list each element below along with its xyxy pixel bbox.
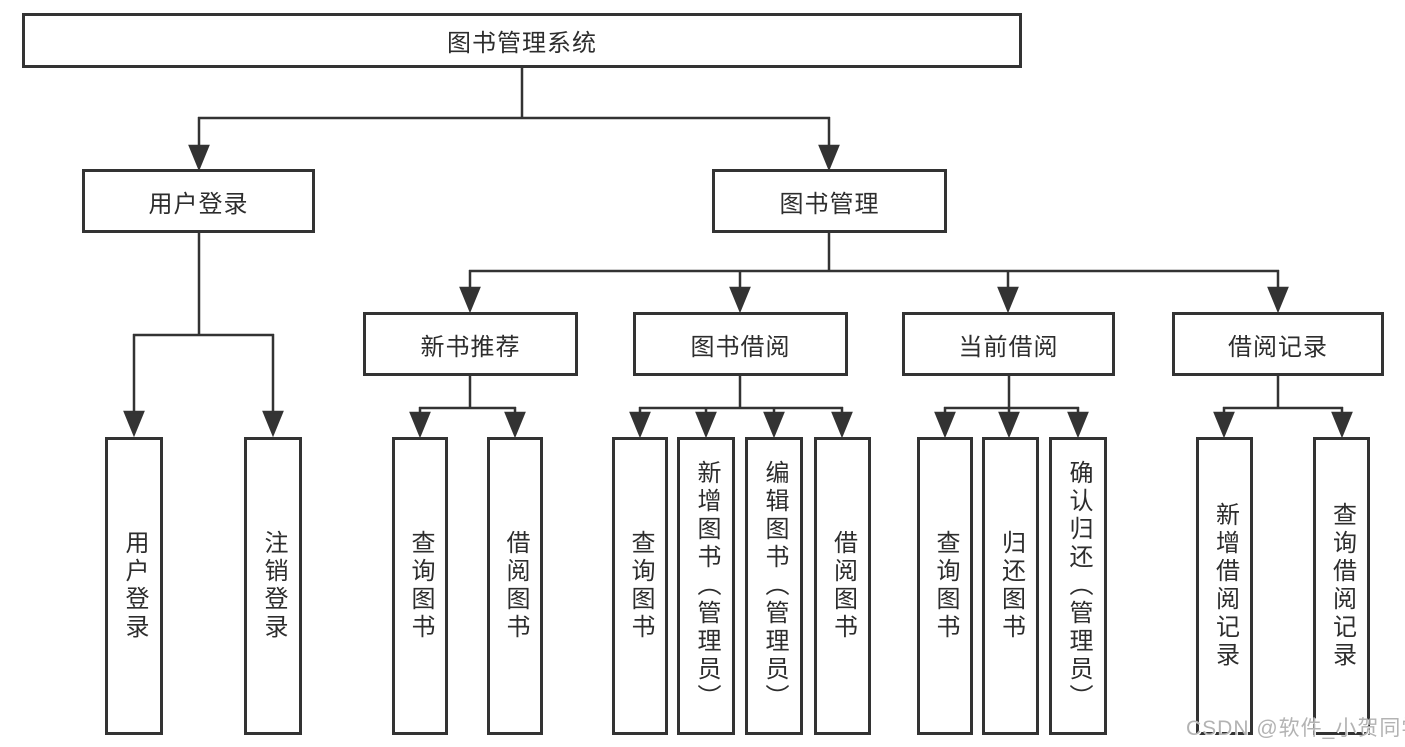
node-current-borrow-label: 当前借阅	[958, 333, 1059, 361]
leaf-bb-borrow-book-label: 借阅图书	[829, 530, 857, 642]
node-root: 图书管理系统	[22, 13, 1022, 68]
leaf-cb-confirm-return: 确认归还（管理员）	[1049, 437, 1107, 735]
leaf-cb-query-book-label: 查询图书	[932, 530, 959, 642]
leaf-nbr-borrow-book: 借阅图书	[487, 437, 543, 735]
node-book-management: 图书管理	[712, 169, 947, 233]
leaf-bb-add-book-label: 新增图书（管理员）	[693, 460, 720, 712]
csdn-watermark: CSDN @软件_小贺同学	[1186, 717, 1405, 740]
leaf-bb-query-book-label: 查询图书	[627, 530, 654, 642]
leaf-logout: 注销登录	[244, 437, 302, 735]
leaf-logout-label: 注销登录	[260, 530, 287, 642]
leaf-bb-add-book: 新增图书（管理员）	[677, 437, 735, 735]
leaf-cb-return-book-label: 归还图书	[997, 530, 1025, 642]
node-user-login: 用户登录	[82, 169, 315, 233]
leaf-cb-confirm-return-label: 确认归还（管理员）	[1065, 460, 1092, 712]
node-new-book-recommend: 新书推荐	[363, 312, 578, 376]
node-user-login-label: 用户登录	[148, 190, 249, 218]
node-borrow-record: 借阅记录	[1172, 312, 1384, 376]
leaf-bb-edit-book: 编辑图书（管理员）	[745, 437, 803, 735]
leaf-nbr-borrow-book-label: 借阅图书	[502, 530, 529, 642]
leaf-bb-edit-book-label: 编辑图书（管理员）	[761, 460, 788, 712]
node-borrow-record-label: 借阅记录	[1228, 333, 1328, 361]
node-book-borrow: 图书借阅	[633, 312, 848, 376]
leaf-br-add-record-label: 新增借阅记录	[1211, 502, 1239, 670]
node-book-borrow-label: 图书借阅	[690, 333, 791, 361]
leaf-bb-borrow-book: 借阅图书	[814, 437, 871, 735]
node-current-borrow: 当前借阅	[902, 312, 1115, 376]
leaf-cb-query-book: 查询图书	[917, 437, 973, 735]
leaf-br-query-record: 查询借阅记录	[1313, 437, 1370, 735]
node-new-book-recommend-label: 新书推荐	[420, 333, 521, 361]
leaf-user-login-label: 用户登录	[121, 530, 148, 642]
node-root-label: 图书管理系统	[447, 30, 597, 57]
leaf-user-login: 用户登录	[105, 437, 163, 735]
leaf-nbr-query-book-label: 查询图书	[407, 530, 434, 642]
leaf-cb-return-book: 归还图书	[982, 437, 1039, 735]
leaf-br-query-record-label: 查询借阅记录	[1328, 502, 1356, 670]
leaf-br-add-record: 新增借阅记录	[1196, 437, 1253, 735]
node-book-management-label: 图书管理	[779, 190, 880, 218]
leaf-nbr-query-book: 查询图书	[392, 437, 448, 735]
leaf-bb-query-book: 查询图书	[612, 437, 668, 735]
